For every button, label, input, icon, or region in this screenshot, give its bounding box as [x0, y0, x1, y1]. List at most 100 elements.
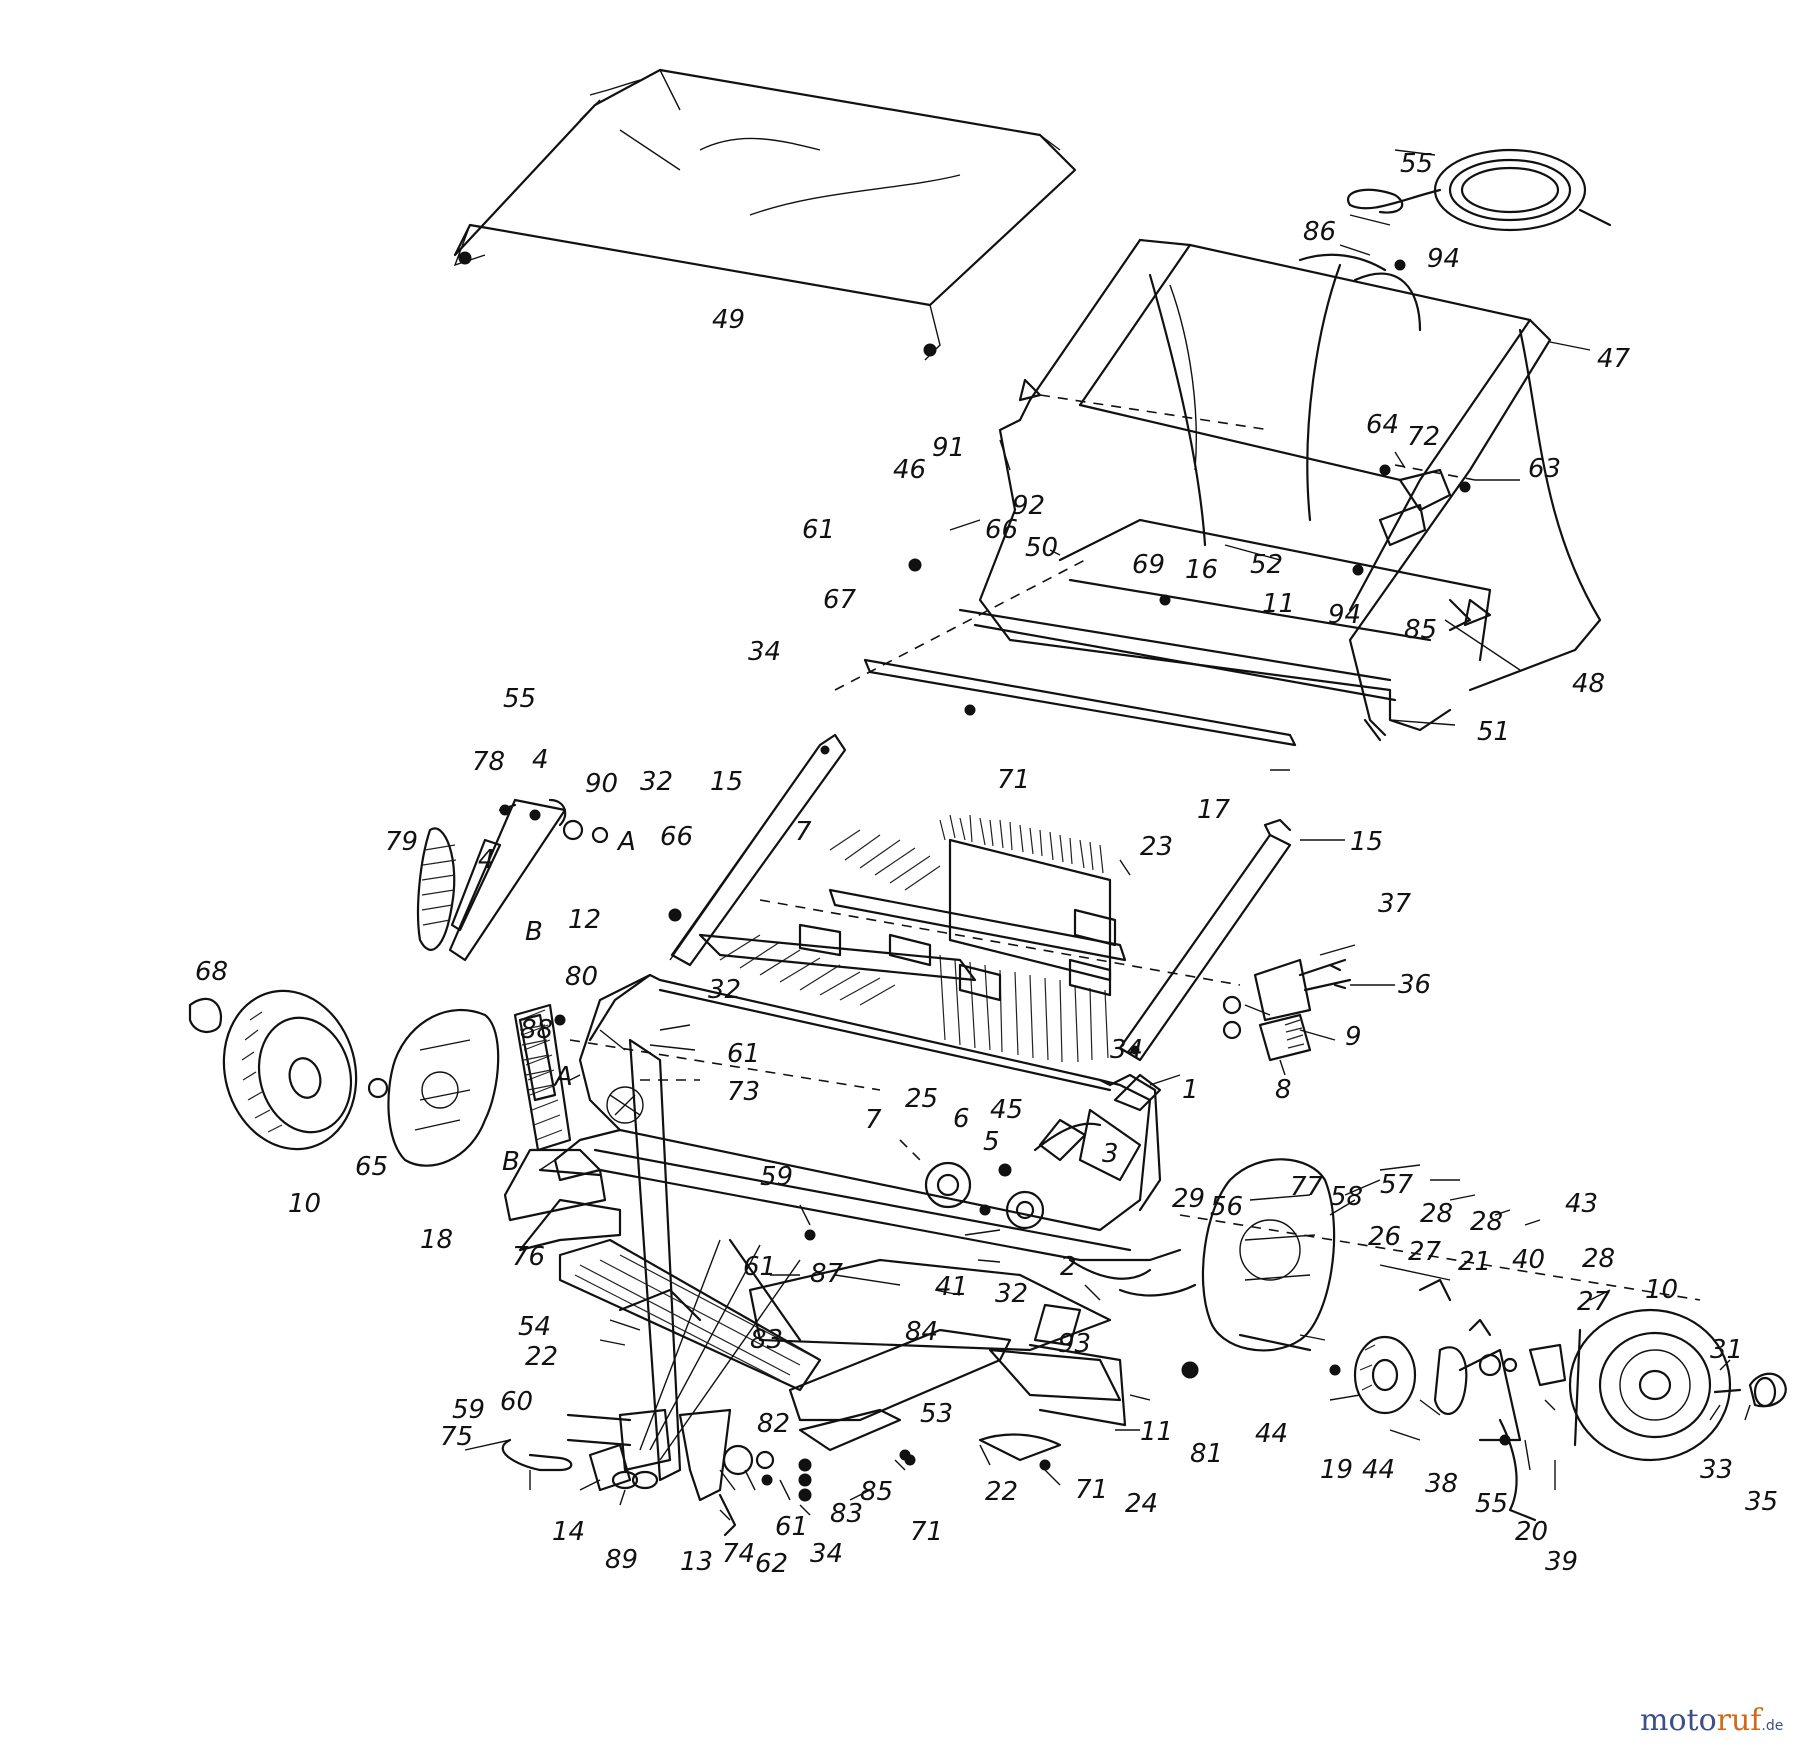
label-27-b: 27: [1577, 1287, 1611, 1317]
label-81: 81: [1190, 1439, 1223, 1469]
label-18: 18: [420, 1225, 453, 1255]
label-72: 72: [1407, 422, 1440, 452]
label-71-bottom: 71: [910, 1517, 943, 1547]
label-60: 60: [500, 1387, 533, 1417]
label-82: 82: [757, 1409, 790, 1439]
label-75: 75: [440, 1422, 473, 1452]
label-48: 48: [1572, 669, 1605, 699]
label-A-a: A: [616, 827, 636, 857]
label-12: 12: [568, 905, 601, 935]
label-57: 57: [1380, 1170, 1414, 1200]
label-21: 21: [1458, 1247, 1491, 1277]
label-23: 23: [1140, 832, 1173, 862]
label-34-top: 34: [748, 637, 781, 667]
label-25: 25: [905, 1084, 938, 1114]
label-6: 6: [953, 1104, 970, 1134]
label-32-c: 32: [995, 1279, 1028, 1309]
label-38: 38: [1425, 1469, 1458, 1499]
label-54: 54: [518, 1312, 551, 1342]
label-93: 93: [1058, 1329, 1091, 1359]
label-8: 8: [1275, 1075, 1292, 1105]
label-3: 3: [1102, 1139, 1119, 1169]
label-83-b: 83: [830, 1499, 863, 1529]
label-28-b: 28: [1470, 1207, 1503, 1237]
label-55: 55: [1400, 149, 1433, 179]
part-number-labels: 55 86 94 47 49 64 72 63 46 91 92 61 66 1…: [195, 149, 1778, 1579]
label-78: 78: [472, 747, 505, 777]
label-9: 9: [1345, 1022, 1362, 1052]
label-63: 63: [1528, 454, 1561, 484]
label-94: 94: [1427, 244, 1460, 274]
leader-lines: [464, 149, 1751, 1521]
label-43: 43: [1565, 1189, 1598, 1219]
label-56: 56: [1210, 1192, 1243, 1222]
part-54-grille: [558, 1238, 822, 1392]
label-74: 74: [722, 1539, 755, 1569]
part-17-rod: [834, 559, 1297, 747]
label-89: 89: [605, 1545, 638, 1575]
right-wheel-assembly: [1181, 1158, 1787, 1522]
part-23-brush-roller: [668, 814, 1241, 1063]
label-5: 5: [983, 1127, 1000, 1157]
label-55-right: 55: [1475, 1489, 1508, 1519]
label-86: 86: [1303, 217, 1336, 247]
label-77: 77: [1290, 1172, 1324, 1202]
label-37: 37: [1378, 889, 1412, 919]
label-27-a: 27: [1408, 1237, 1442, 1267]
label-53: 53: [920, 1399, 953, 1429]
left-side-parts: [416, 798, 609, 962]
label-31: 31: [1710, 1335, 1743, 1365]
part-55-cable-coil: [1347, 148, 1612, 232]
label-39: 39: [1545, 1547, 1578, 1577]
label-79: 79: [385, 827, 418, 857]
label-83-a: 83: [750, 1325, 783, 1355]
label-35: 35: [1745, 1487, 1778, 1517]
label-4-a: 4: [532, 745, 549, 775]
label-61-d: 61: [775, 1512, 808, 1542]
label-85-top: 85: [1404, 615, 1437, 645]
label-76: 76: [512, 1242, 545, 1272]
label-71-low: 71: [1075, 1475, 1108, 1505]
label-92: 92: [1012, 491, 1045, 521]
label-32-b: 32: [708, 975, 741, 1005]
label-20: 20: [1515, 1517, 1548, 1547]
part-49-cover: [453, 68, 1077, 361]
svg-text:motoruf.de: motoruf.de: [1640, 1703, 1783, 1738]
label-47: 47: [1597, 344, 1631, 374]
label-41: 41: [935, 1272, 968, 1302]
label-10-left: 10: [288, 1189, 321, 1219]
label-B-a: B: [525, 917, 543, 947]
label-44-a: 44: [1255, 1419, 1288, 1449]
label-28-c: 28: [1582, 1244, 1615, 1274]
label-24: 24: [1125, 1489, 1158, 1519]
label-64: 64: [1366, 410, 1399, 440]
label-61-b: 61: [727, 1039, 760, 1069]
label-7-b: 7: [865, 1105, 882, 1135]
label-4-b: 4: [478, 845, 495, 875]
label-58: 58: [1330, 1182, 1363, 1212]
part-76-handle: [503, 1003, 682, 1482]
label-17: 17: [1197, 795, 1231, 825]
lower-left-parts: [501, 1408, 916, 1537]
label-85-low: 85: [860, 1477, 893, 1507]
label-28-a: 28: [1420, 1199, 1453, 1229]
label-61-c: 61: [743, 1252, 776, 1282]
label-10-right: 10: [1645, 1275, 1678, 1305]
label-44-b: 44: [1362, 1455, 1395, 1485]
label-51: 51: [1477, 717, 1510, 747]
label-94-b: 94: [1328, 600, 1361, 630]
label-65-left: 65: [355, 1152, 388, 1182]
label-71-top: 71: [997, 765, 1030, 795]
label-22-b: 22: [985, 1477, 1018, 1507]
label-66-top: 66: [985, 515, 1018, 545]
label-46: 46: [893, 455, 926, 485]
label-B-b: B: [502, 1147, 520, 1177]
label-62: 62: [755, 1549, 788, 1579]
label-49: 49: [712, 305, 745, 335]
watermark-part2: ruf: [1717, 1703, 1764, 1738]
label-15-left: 15: [710, 767, 743, 797]
label-11-low: 11: [1140, 1417, 1173, 1447]
label-91: 91: [932, 433, 965, 463]
label-32-a: 32: [640, 767, 673, 797]
